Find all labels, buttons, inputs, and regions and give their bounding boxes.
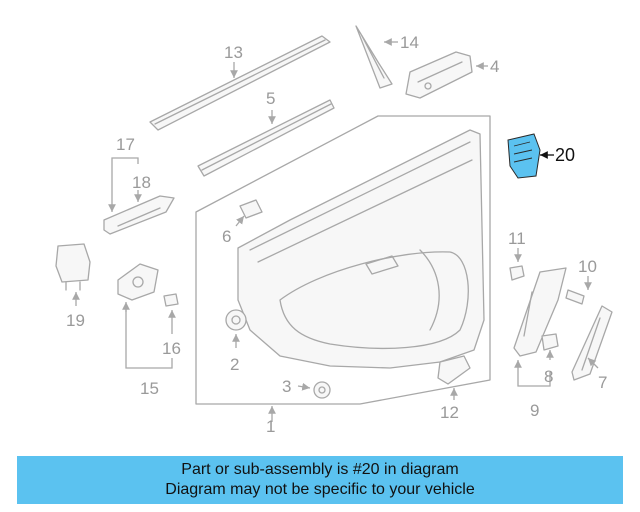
callout-4: 4 <box>490 57 499 76</box>
bulb-part-16[interactable] <box>163 293 179 307</box>
clip-part-18[interactable] <box>103 195 175 235</box>
callout-10: 10 <box>578 257 597 276</box>
parts-diagram: 13 5 14 4 20 17 18 6 <box>55 25 613 436</box>
clip-part-6[interactable] <box>239 199 263 219</box>
callout-2: 2 <box>230 355 239 374</box>
trim-strip-part-7[interactable] <box>571 305 613 381</box>
callout-7: 7 <box>598 373 607 392</box>
callout-13: 13 <box>224 43 243 62</box>
bolt-part-10[interactable] <box>565 289 585 305</box>
callout-16: 16 <box>162 339 181 358</box>
callout-9: 9 <box>530 401 539 420</box>
lamp-part-15[interactable] <box>117 263 159 301</box>
callout-1: 1 <box>266 417 275 436</box>
switch-housing-part-19[interactable] <box>55 243 91 291</box>
callout-17: 17 <box>116 135 135 154</box>
bracket-part-9[interactable] <box>513 267 567 357</box>
window-switch-part-20[interactable] <box>507 133 541 179</box>
banner-line-1: Part or sub-assembly is #20 in diagram <box>181 461 459 478</box>
callout-11: 11 <box>508 229 526 248</box>
callout-12: 12 <box>440 403 459 422</box>
screw-part-11[interactable] <box>509 265 525 281</box>
grommet-part-3[interactable] <box>313 381 331 399</box>
callout-6: 6 <box>222 227 231 246</box>
callout-3: 3 <box>282 377 291 396</box>
bracket-part-12[interactable] <box>437 355 471 385</box>
sail-cover-part-14[interactable] <box>355 25 393 89</box>
banner-line-2: Diagram may not be specific to your vehi… <box>165 481 475 498</box>
callout-15: 15 <box>140 379 159 398</box>
door-trim-panel-part-1[interactable] <box>195 115 491 405</box>
callout-18: 18 <box>132 173 151 192</box>
inside-handle-part-4[interactable] <box>405 51 473 99</box>
info-banner: Part or sub-assembly is #20 in diagram D… <box>17 456 623 504</box>
callout-14: 14 <box>400 33 419 52</box>
callout-20: 20 <box>555 145 575 165</box>
callout-5: 5 <box>266 89 275 108</box>
clip-part-8[interactable] <box>541 333 559 351</box>
callout-8: 8 <box>544 367 553 386</box>
clip-part-2[interactable] <box>225 309 247 331</box>
belt-molding-part-13[interactable] <box>149 35 331 131</box>
callout-19: 19 <box>66 311 85 330</box>
weatherstrip-part-5[interactable] <box>197 99 335 177</box>
